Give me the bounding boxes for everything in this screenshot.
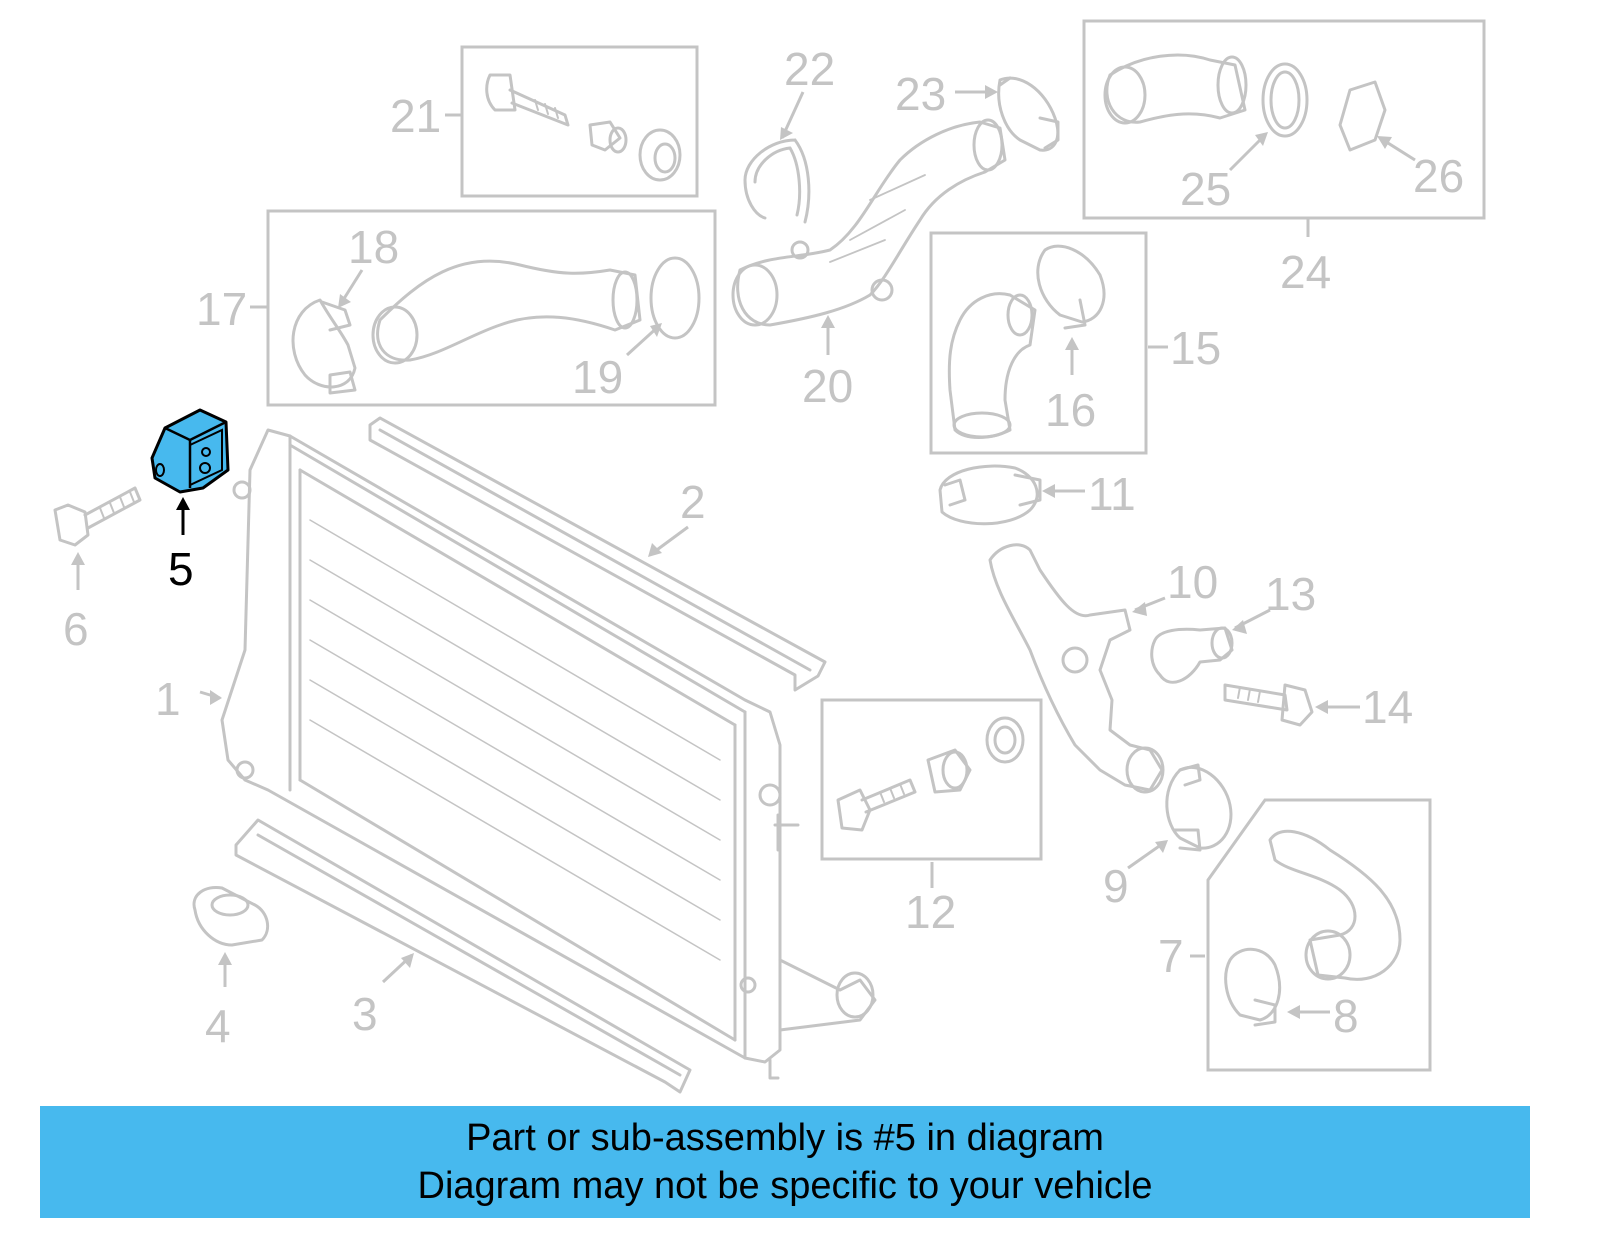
group-15-hose-kit <box>929 231 1148 455</box>
callout-6[interactable]: 6 <box>63 603 89 655</box>
callout-1[interactable]: 1 <box>155 673 181 725</box>
group-21-bolt-kit <box>460 45 699 198</box>
callout-21[interactable]: 21 <box>390 90 441 142</box>
callout-9[interactable]: 9 <box>1103 860 1129 912</box>
callout-labels: 1 2 3 4 5 6 7 8 9 10 11 12 13 14 15 16 1… <box>63 43 1464 1052</box>
callout-16[interactable]: 16 <box>1045 384 1096 436</box>
callout-23[interactable]: 23 <box>895 68 946 120</box>
group-12-bolt-kit <box>820 698 1043 861</box>
callout-17[interactable]: 17 <box>196 283 247 335</box>
callout-19[interactable]: 19 <box>572 351 623 403</box>
callout-26[interactable]: 26 <box>1413 150 1464 202</box>
callout-10[interactable]: 10 <box>1167 556 1218 608</box>
part-10-pipe <box>988 543 1165 794</box>
callout-25[interactable]: 25 <box>1180 163 1231 215</box>
callout-3[interactable]: 3 <box>352 988 378 1040</box>
callout-14[interactable]: 14 <box>1362 681 1413 733</box>
callout-5[interactable]: 5 <box>168 543 194 595</box>
callout-8[interactable]: 8 <box>1333 990 1359 1042</box>
callout-20[interactable]: 20 <box>802 360 853 412</box>
banner-line-disclaimer: Diagram may not be specific to your vehi… <box>417 1165 1153 1207</box>
callout-11[interactable]: 11 <box>1088 468 1136 520</box>
part-3-lower-rail <box>234 818 692 1094</box>
callout-4[interactable]: 4 <box>205 1000 231 1052</box>
part-11-clamp <box>938 464 1042 526</box>
group-7-hose-kit <box>1206 798 1432 1072</box>
part-20-charge-pipe <box>731 118 1007 327</box>
callout-2[interactable]: 2 <box>680 476 706 528</box>
part-13-sensor <box>1150 626 1234 684</box>
callout-7[interactable]: 7 <box>1158 930 1184 982</box>
part-6-bolt <box>53 486 142 547</box>
part-14-bolt <box>1223 683 1314 727</box>
part-9-clamp <box>1165 763 1233 852</box>
part-22-clip <box>743 138 811 224</box>
part-4-grommet <box>192 885 270 947</box>
callout-15[interactable]: 15 <box>1170 322 1221 374</box>
part-23-clamp <box>997 76 1060 152</box>
info-banner: Part or sub-assembly is #5 in diagram Di… <box>40 1106 1530 1218</box>
callout-18[interactable]: 18 <box>348 221 399 273</box>
callout-24[interactable]: 24 <box>1280 246 1331 298</box>
callout-13[interactable]: 13 <box>1265 568 1316 620</box>
callout-22[interactable]: 22 <box>784 43 835 95</box>
part-5-bracket-highlighted[interactable] <box>150 408 230 494</box>
part-1-intercooler <box>220 428 877 1080</box>
part-2-upper-rail <box>368 416 827 692</box>
group-24-hose-kit <box>1082 19 1486 220</box>
callout-12[interactable]: 12 <box>905 886 956 938</box>
group-17-hose-kit <box>266 209 717 407</box>
arrowheads <box>71 85 1392 1019</box>
banner-line-part-info: Part or sub-assembly is #5 in diagram <box>466 1117 1104 1159</box>
